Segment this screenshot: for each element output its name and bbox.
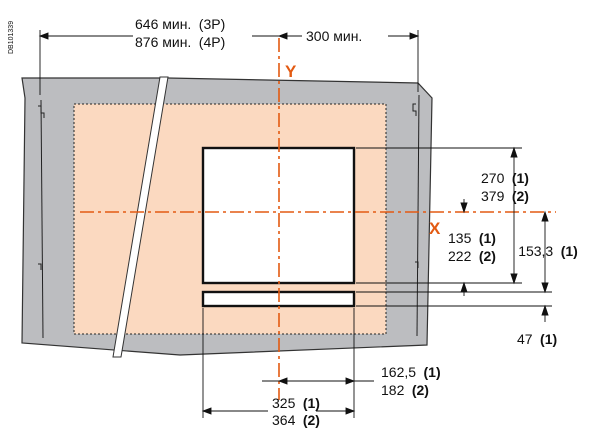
dim-width-4p: 876 мин. (4P) [135, 34, 225, 51]
dim-rail-gap: 47 (1) [517, 331, 557, 348]
dim-height-total-2: 379 (2) [481, 188, 529, 205]
dim-half-right: 300 мин. [306, 28, 362, 44]
x-axis-label: X [429, 219, 441, 238]
dim-half-width-1: 162,5 (1) [381, 364, 441, 381]
drawing-id: DB101339 [8, 21, 15, 54]
right-rail [412, 94, 420, 337]
dim-height-lower-2: 222 (2) [448, 248, 496, 265]
y-axis-label: Y [285, 62, 297, 81]
dim-half-width-2: 182 (2) [381, 382, 429, 399]
dim-height-total-1: 270 (1) [481, 170, 529, 187]
dim-full-width-1: 325 (1) [272, 395, 320, 412]
dim-height-rail: 153,3 (1) [518, 243, 578, 260]
left-rail [38, 99, 45, 339]
dim-width-3p: 646 мин. (3P) [135, 16, 225, 33]
dim-height-lower-1: 135 (1) [448, 230, 496, 247]
panel-break [112, 76, 169, 358]
dimension-lines [38, 30, 552, 418]
dim-full-width-2: 364 (2) [272, 412, 320, 428]
